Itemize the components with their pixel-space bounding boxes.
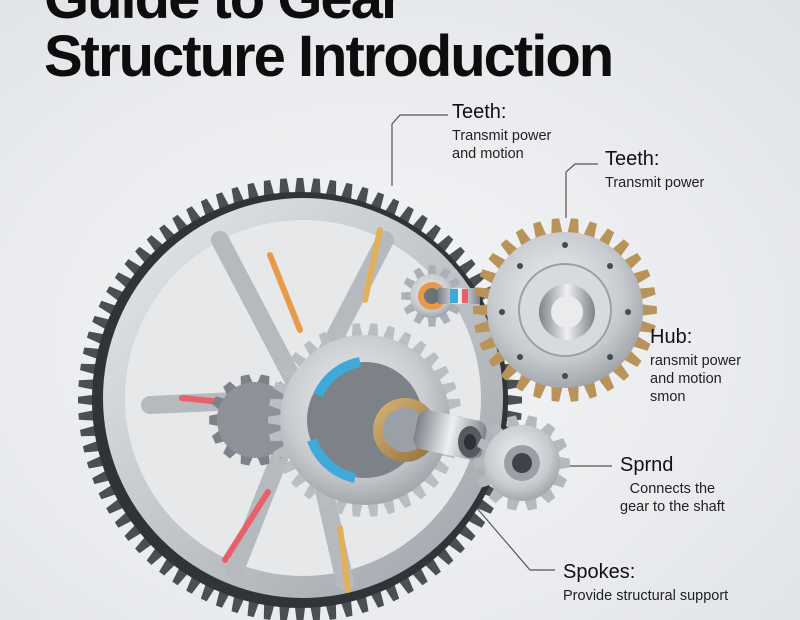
gear-tooth [367, 323, 379, 338]
gear-tooth [473, 304, 490, 316]
shaft-bore [464, 434, 476, 450]
annotation-teeth-1-heading: Teeth: [452, 101, 507, 123]
gear-tooth [488, 486, 505, 504]
gear-tooth [269, 398, 285, 411]
gear-tooth [551, 218, 563, 236]
page-title-line-2: Structure Introduction [44, 24, 614, 89]
annotation-teeth-1-line-2: and motion [452, 146, 524, 163]
right-gear [473, 218, 657, 402]
gear-tooth [351, 502, 363, 517]
gear-tooth [351, 323, 363, 338]
gear-tooth [269, 429, 285, 442]
gear-tooth [427, 265, 437, 276]
gear-tooth [209, 413, 220, 427]
gear-tooth [503, 394, 522, 406]
gear-tooth [427, 316, 437, 327]
gear-tooth [551, 384, 563, 402]
gear-tooth [367, 502, 379, 517]
gear-tooth [474, 287, 493, 300]
gear-tooth [567, 384, 579, 402]
annotation-teeth-2: Teeth: Transmit power [605, 148, 704, 192]
lower-spur-gear [474, 415, 570, 511]
annotation-spindle-line-2: gear to the shaft [620, 499, 725, 516]
annotation-teeth-1-line-1: Transmit power [452, 128, 552, 144]
gear-tooth [474, 320, 493, 333]
gear-tooth [474, 456, 487, 470]
annotation-teeth-2-heading: Teeth: [605, 148, 660, 170]
annotation-spindle: Sprnd Connects the gear to the shaft [620, 454, 725, 516]
annotation-spokes-line-1: Provide structural support [563, 588, 729, 604]
leader-line-teeth-1 [391, 114, 448, 186]
annotation-hub-heading: Hub: [650, 326, 693, 348]
annotation-hub: Hub: ransmit power and motion smon [650, 326, 741, 406]
gear-tooth [637, 287, 656, 300]
gear-tooth [78, 394, 97, 406]
gear-tooth [539, 486, 556, 504]
gear-tooth [223, 381, 238, 397]
large-gear [78, 178, 522, 620]
gear-tooth [211, 429, 226, 444]
annotation-spokes: Spokes: Provide structural support [563, 561, 728, 605]
gear-tooth [223, 443, 238, 459]
gear-tooth [445, 398, 461, 411]
upper-pinion [401, 265, 480, 327]
annotation-spokes-heading: Spokes: [563, 561, 636, 583]
leader-line-spokes [469, 499, 555, 571]
gear-tooth [488, 422, 505, 440]
annotation-spindle-line-1: Connects the [629, 481, 716, 497]
annotation-hub-line-1: ransmit power [650, 353, 742, 369]
leader-line-teeth-2 [565, 163, 598, 218]
annotation-spindle-heading: Sprnd [620, 454, 674, 476]
annotation-hub-line-3: smon [650, 389, 686, 406]
right-gear-bolts [499, 242, 631, 379]
gear-tooth [401, 291, 412, 301]
gear-tooth [640, 304, 657, 316]
page-title-line-1: Guide to Gear [44, 0, 404, 28]
hub-blue-ring-top [313, 357, 362, 398]
annotation-teeth-1: Teeth: Transmit power and motion [452, 101, 551, 163]
annotation-hub-line-2: and motion [650, 371, 722, 388]
gear-tooth [557, 456, 570, 470]
annotation-teeth-2-line-1: Transmit power [605, 175, 705, 191]
gear-tooth [539, 422, 556, 440]
gear-tooth [211, 396, 226, 411]
gear-tooth [637, 320, 656, 333]
gear-tooth [268, 414, 283, 426]
gear-tooth [567, 218, 579, 236]
hub-blue-ring-bottom [307, 438, 357, 483]
gear-tooth [294, 178, 306, 197]
